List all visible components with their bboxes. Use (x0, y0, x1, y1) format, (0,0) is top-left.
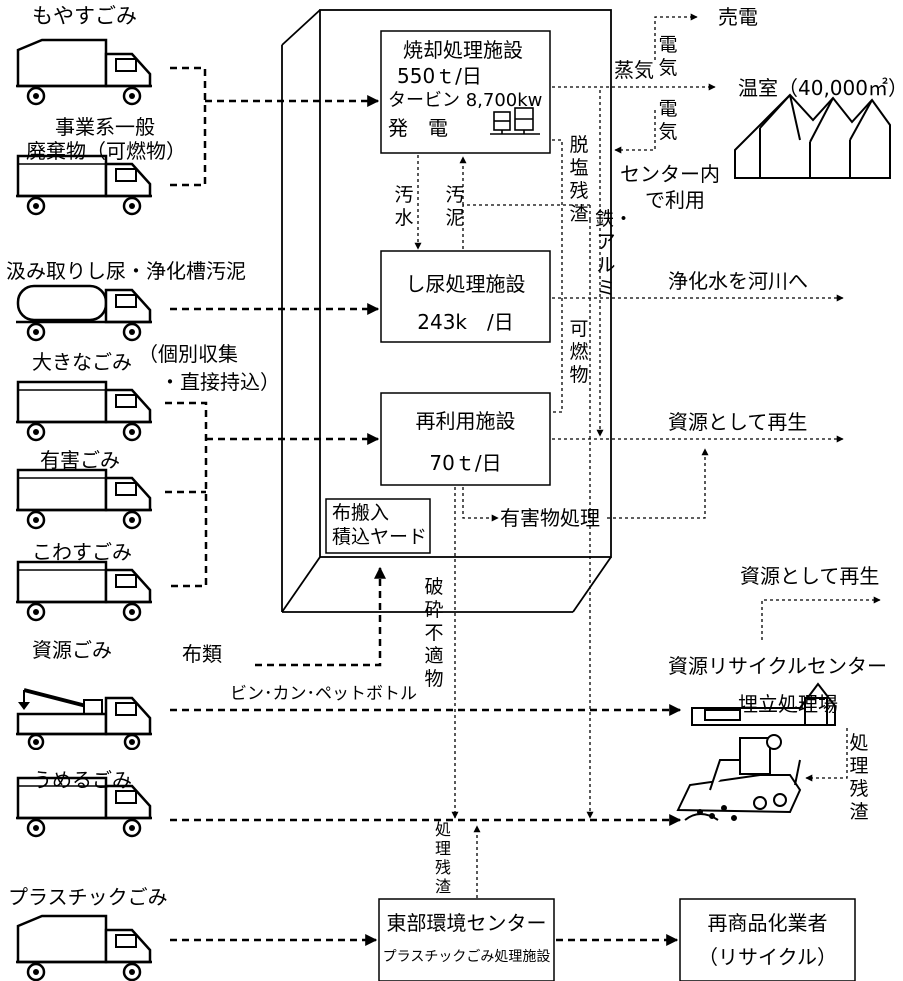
greenhouse-icon (734, 93, 891, 179)
source-yugai-label: 有害ごみ (40, 448, 120, 472)
sludge-label: 汚泥 (445, 184, 465, 229)
reuse-title: 再利用施設 (415, 409, 516, 433)
source-ooki-note-2: ・直接持込） (160, 370, 280, 394)
heavy-flows (165, 66, 682, 946)
incinerator-box (380, 30, 551, 154)
reuse-box (380, 392, 551, 486)
truck-jigyo-icon (14, 154, 154, 216)
desalt-residue-label: 脱塩残渣 (569, 134, 589, 225)
main-facility-building (281, 9, 612, 613)
reuse-capacity: 70ｔ/日 (429, 451, 502, 475)
incinerator-capacity: 550ｔ/日 (397, 64, 482, 88)
wastewater-label: 汚水 (394, 184, 414, 229)
recycle-center-label: 資源リサイクルセンター (668, 654, 887, 678)
recycled-resource-label: 資源として再生 (668, 410, 808, 434)
steam-label: 蒸気 (614, 58, 654, 82)
denki-bottom-label: 電気 (658, 98, 678, 143)
crushed-unsuitable-label: 破砕不適物 (424, 576, 444, 690)
recycler-title: 再商品化業者 (707, 911, 828, 935)
yard-box (325, 498, 431, 554)
source-jigyo-label-2: 廃棄物（可燃物） (26, 139, 186, 163)
combustibles-label: 可燃物 (569, 318, 589, 386)
center-use-label-1: センター内 (620, 162, 720, 186)
truck-moyasu-icon (14, 38, 154, 106)
source-shigen-label: 資源ごみ (32, 638, 112, 662)
east-center-subtitle: プラスチックごみ処理施設 (382, 949, 551, 965)
greenhouse-label: 温室（40,000㎡） (738, 76, 903, 100)
east-center-box (378, 898, 555, 981)
source-ooki-note-1: （個別収集 (138, 342, 238, 366)
treatment-residue-right-label: 処理残渣 (849, 732, 869, 823)
treatment-residue-bottom-label: 処理残渣 (434, 820, 451, 896)
yard-label-2: 積込ヤード (332, 526, 428, 548)
source-kumitori-label: 汲み取りし尿・浄化槽汚泥 (6, 259, 246, 283)
iron-aluminum-label: 鉄・アルミ (595, 208, 634, 299)
cloth-label: 布類 (182, 642, 222, 666)
source-jigyo-label-1: 事業系一般 (55, 115, 155, 139)
incinerator-title: 焼却処理施設 (403, 38, 523, 62)
recycle-center-icon (691, 682, 836, 726)
facility-boxes (325, 30, 856, 981)
truck-yugai-icon (14, 468, 154, 530)
crane-truck-shigen-icon (14, 688, 154, 750)
truck-kowasu-icon (14, 560, 154, 622)
truck-ooki-icon (14, 380, 154, 442)
source-moyasu-label: もやすごみ (32, 4, 137, 28)
recycler-subtitle: （リサイクル） (698, 945, 837, 969)
center-use-label-2: で利用 (645, 188, 705, 212)
tanker-kumitori-icon (14, 284, 154, 342)
hazardous-treatment-label: 有害物処理 (500, 506, 600, 530)
purified-water-label: 浄化水を河川へ (668, 269, 808, 293)
source-ooki-label: 大きなごみ (32, 350, 132, 374)
source-plastic-label: プラスチックごみ (8, 885, 168, 909)
incinerator-turbine: タービン 8,700kw (388, 90, 543, 111)
night-soil-title: し尿処理施設 (405, 272, 526, 296)
denki-top-label: 電気 (658, 34, 678, 79)
source-umeru-label: うめるごみ (32, 768, 132, 792)
truck-plastic-icon (14, 914, 154, 981)
dotted-flows (414, 13, 881, 898)
recycler-box (679, 898, 856, 981)
night-soil-box (380, 250, 551, 343)
landfill-bulldozer-icon (676, 734, 802, 821)
sell-power-label: 売電 (718, 5, 758, 29)
night-soil-capacity: 243k /日 (417, 310, 514, 334)
incinerator-generation: 発 電 (388, 116, 448, 140)
landfill-label: 埋立処理場 (738, 692, 838, 716)
bin-can-pet-label: ビン･カン･ペットボトル (230, 684, 417, 704)
yard-label-1: 布搬入 (332, 502, 390, 524)
recycled-resource-2-label: 資源として再生 (740, 564, 880, 588)
source-kowasu-label: こわすごみ (32, 540, 132, 564)
east-center-title: 東部環境センター (386, 911, 547, 935)
generator-icon (490, 107, 540, 135)
